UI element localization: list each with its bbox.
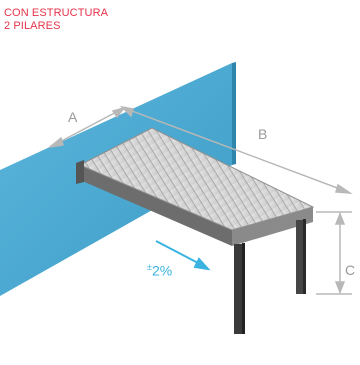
heading-line-1: CON ESTRUCTURA — [4, 7, 109, 19]
wall-bracket — [76, 160, 84, 184]
post-front — [234, 244, 242, 334]
post-back-side — [303, 219, 306, 294]
post-back — [296, 220, 303, 294]
roof-fascia-side — [232, 207, 313, 246]
dimension-a-line — [47, 106, 126, 149]
dimension-b-label: B — [258, 126, 268, 142]
slope-sign: ± — [147, 262, 152, 272]
roof-fascia-front — [80, 165, 232, 246]
dimension-b-line — [119, 105, 353, 194]
heading-line-2: 2 PILARES — [4, 20, 61, 32]
wall-edge — [232, 62, 236, 165]
diagram-heading: CON ESTRUCTURA 2 PILARES — [4, 7, 108, 33]
dimension-a-label: A — [68, 109, 78, 125]
roof-top — [78, 127, 315, 231]
dimension-c-line — [316, 211, 352, 295]
dimension-c-label: C — [345, 262, 356, 278]
slope-value: 2% — [151, 262, 173, 279]
slope-arrow — [155, 240, 211, 271]
post-front-side — [242, 243, 245, 334]
slope-label: ±2% — [147, 259, 172, 279]
